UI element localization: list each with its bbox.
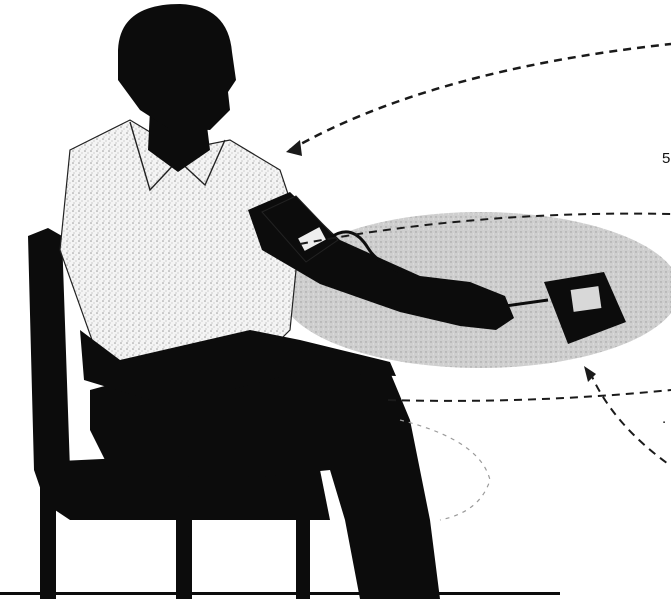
person-head [118,4,236,130]
monitor-display [571,286,602,312]
floor-line [0,592,560,595]
cropped-label-lower: . [662,410,666,427]
chair-leg-front-right [176,505,192,599]
guide-arrowhead-monitor [584,366,596,382]
cropped-label-upper: 5 [662,150,670,167]
guide-arrowhead-heart [286,140,302,156]
guide-line-table-bottom [388,390,671,401]
guide-line-monitor [590,372,671,466]
chair-leg-front-left [40,500,56,599]
chair-leg-back-right [296,505,310,599]
guide-line-heart-level [290,44,671,150]
